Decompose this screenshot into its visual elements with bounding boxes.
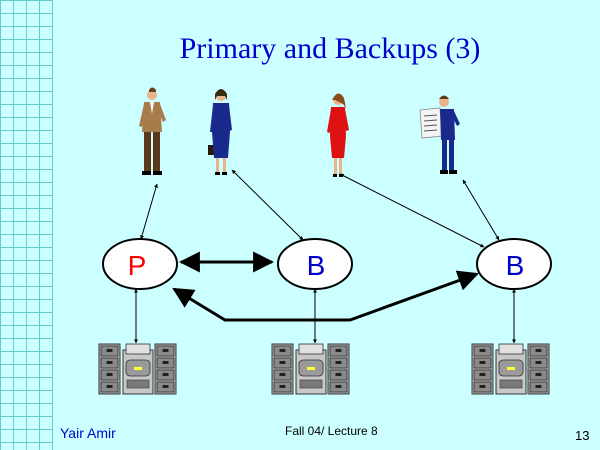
grid-decoration xyxy=(0,0,53,450)
slide-title: Primary and Backups (3) xyxy=(179,32,481,65)
file-cabinet-server-icon xyxy=(98,343,177,395)
replication-arrow-primary-backup-2 xyxy=(172,270,479,322)
client-link-3 xyxy=(339,173,485,248)
primary-node-label: P xyxy=(128,250,147,281)
backup-node-2: B xyxy=(476,238,552,290)
man-reading-newspaper-icon xyxy=(419,95,460,174)
client-link-2 xyxy=(231,169,304,241)
backup-node-1-label: B xyxy=(307,250,326,281)
backup-node-2-label: B xyxy=(506,250,525,281)
file-cabinet-server-icon xyxy=(471,343,550,395)
backup-node-1: B xyxy=(277,238,353,290)
woman-in-blue-suit-icon xyxy=(208,89,232,175)
man-in-suit-icon xyxy=(139,87,166,175)
client-link-4 xyxy=(462,179,500,241)
footer-author: Yair Amir xyxy=(60,425,116,441)
woman-in-red-dress-icon xyxy=(327,93,349,177)
page-number: 13 xyxy=(575,428,590,443)
client-link-1 xyxy=(140,183,158,240)
file-cabinet-server-icon xyxy=(271,343,350,395)
primary-node: P xyxy=(102,238,178,290)
footer-lecture: Fall 04/ Lecture 8 xyxy=(285,424,378,438)
